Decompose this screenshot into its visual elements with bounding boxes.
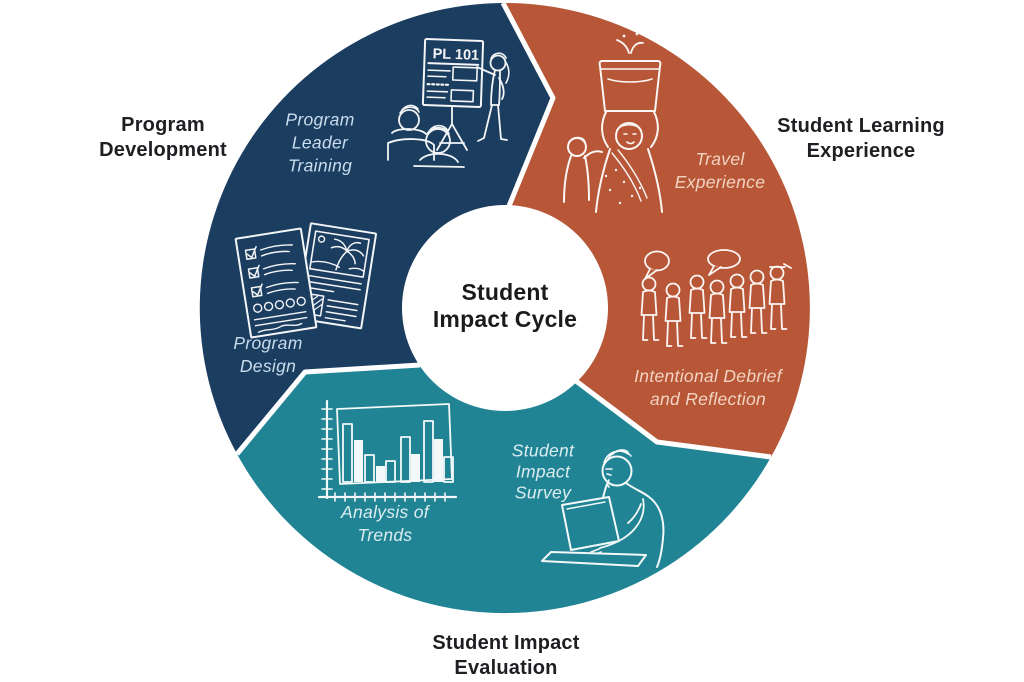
label-program-leader-training: Program Leader Training <box>285 109 355 176</box>
segment-student-impact-evaluation <box>237 365 771 614</box>
segment-program-development <box>199 3 553 454</box>
gap-chevron-top <box>500 1 556 207</box>
segment-student-learning-experience <box>503 2 810 458</box>
label-program-development: Program Development <box>99 114 227 161</box>
label-travel-experience: Travel Experience <box>674 149 766 192</box>
travel-experience-illustration <box>563 32 663 213</box>
label-student-impact-evaluation: Student Impact Evaluation <box>432 632 580 679</box>
label-student-learning-experience: Student Learning Experience <box>777 115 945 162</box>
student-impact-survey-illustration <box>541 449 665 568</box>
gap-chevron-left <box>235 362 421 456</box>
label-student-impact-survey: Student Impact Survey <box>511 440 575 503</box>
program-design-illustration <box>234 222 377 339</box>
analysis-of-trends-illustration <box>317 399 458 502</box>
intentional-debrief-illustration <box>640 249 792 347</box>
diagram-center-title: Student Impact Cycle <box>432 279 578 332</box>
label-analysis-of-trends: Analysis of Trends <box>341 502 429 545</box>
gap-chevron-bottom-right <box>574 379 772 460</box>
label-intentional-debrief: Intentional Debrief and Reflection <box>634 366 782 409</box>
board-title-text: PL 101 <box>432 46 479 64</box>
program-leader-training-illustration: PL 101 <box>387 38 510 168</box>
center-circle <box>402 205 608 411</box>
label-program-design: Program Design <box>233 333 303 376</box>
